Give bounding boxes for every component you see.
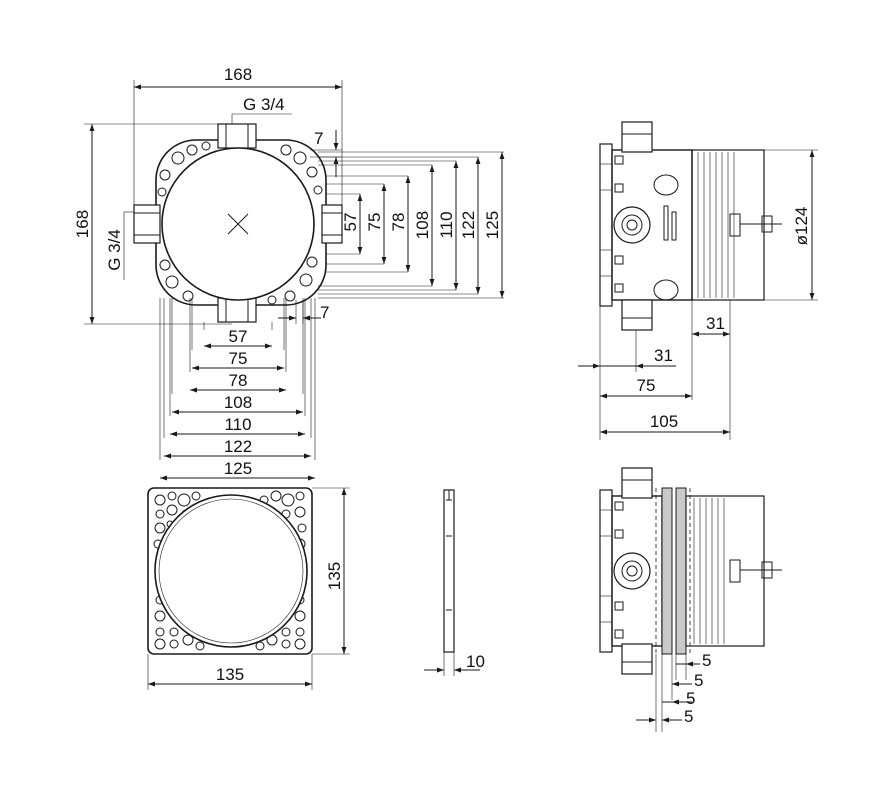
label-left-168: 168	[73, 210, 92, 238]
label-h108: 108	[224, 393, 252, 412]
front-top-inlet	[217, 123, 257, 149]
label-h125: 125	[224, 459, 252, 478]
front-right-inlet	[321, 204, 343, 244]
label-v125: 125	[483, 211, 502, 239]
side-view-plate-a	[661, 487, 673, 655]
label-step-5-c: 5	[686, 689, 695, 708]
mounting-plate	[147, 487, 313, 655]
front-view-lobes	[157, 141, 323, 305]
label-v108: 108	[413, 211, 432, 239]
dim-diameter: ø124	[764, 149, 818, 301]
dim-step-stack: 5 5 5 5	[636, 651, 711, 732]
label-h75: 75	[229, 349, 248, 368]
label-h122: 122	[224, 437, 252, 456]
side-view	[599, 121, 782, 331]
plate-circle	[154, 494, 308, 648]
dim-plate-height: 135	[312, 487, 350, 655]
dim-left-thread: G 3/4	[105, 211, 134, 280]
side-view-threads	[697, 152, 735, 298]
label-v75: 75	[365, 213, 384, 232]
label-step-5-d: 5	[684, 707, 693, 726]
label-v122: 122	[459, 211, 478, 239]
dim-plate-width: 135	[147, 654, 313, 690]
dim-right-stack: 57 75 78 108 110 122 125	[318, 151, 505, 299]
dim-bottom-stack: 57 75 78 108 110 122 125	[159, 298, 316, 481]
side-view-2-threads	[693, 498, 725, 644]
label-offset-bottom: 7	[320, 303, 329, 322]
dim-top-thread: G 3/4	[231, 95, 292, 124]
label-step-5-b: 5	[694, 671, 703, 690]
dim-offset-bottom: 7	[278, 300, 329, 324]
label-side-31-a: 31	[706, 314, 725, 333]
label-side-105: 105	[650, 412, 678, 431]
label-side-75: 75	[637, 376, 656, 395]
label-v78: 78	[389, 213, 408, 232]
side-view-with-plates	[599, 467, 782, 675]
label-plate-height: 135	[325, 562, 344, 590]
label-offset-top: 7	[314, 129, 323, 148]
dim-left-168: 168	[73, 123, 232, 325]
label-top-168: 168	[224, 65, 252, 84]
label-h78: 78	[229, 371, 248, 390]
side-view-plate-b	[675, 487, 687, 655]
label-top-thread: G 3/4	[243, 95, 285, 114]
label-h110: 110	[224, 415, 251, 434]
label-plate-width: 135	[216, 665, 244, 684]
dim-top-168: 168	[133, 65, 343, 208]
plate-side-view: 10	[424, 489, 485, 676]
dim-side-horizontal: 31 31 75 105	[578, 300, 731, 440]
label-diameter: ø124	[792, 207, 811, 246]
label-left-thread: G 3/4	[105, 229, 124, 271]
label-v57: 57	[341, 213, 360, 232]
label-plate-thickness: 10	[466, 652, 485, 671]
front-view	[133, 123, 343, 323]
label-v110: 110	[437, 211, 456, 238]
label-side-31-b: 31	[654, 346, 673, 365]
front-bottom-inlet	[217, 297, 257, 323]
label-step-5-a: 5	[702, 651, 711, 670]
front-left-inlet	[133, 204, 161, 244]
label-h57: 57	[229, 327, 248, 346]
